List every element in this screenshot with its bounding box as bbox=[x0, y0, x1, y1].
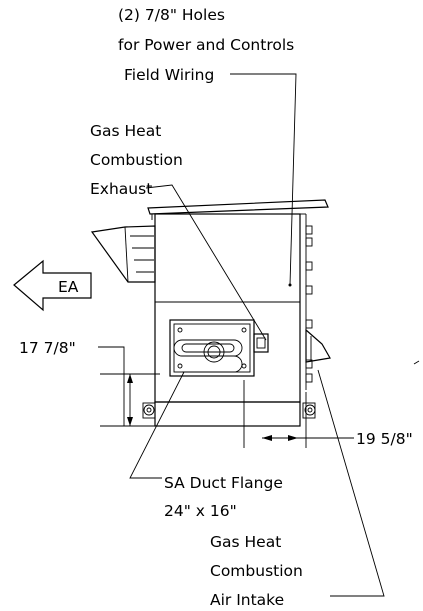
leader-lines bbox=[129, 73, 385, 597]
dimension-left bbox=[98, 346, 160, 427]
intake-label-line1: Gas Heat bbox=[210, 533, 281, 551]
exhaust-label-line3: Exhaust bbox=[90, 180, 152, 198]
field-wiring-connectors bbox=[305, 225, 313, 383]
holes-label-line2: for Power and Controls bbox=[118, 36, 294, 54]
dimension-left-label: 17 7/8" bbox=[19, 339, 76, 357]
holes-label-line3: Field Wiring bbox=[124, 66, 214, 84]
edge-mark bbox=[413, 360, 420, 365]
dimension-right-label: 19 5/8" bbox=[356, 430, 413, 448]
exhaust-air-arrow bbox=[13, 259, 92, 312]
intake-label-line2: Combustion bbox=[210, 562, 303, 580]
combustion-exhaust-outlet bbox=[253, 333, 269, 353]
exhaust-label-line2: Combustion bbox=[90, 151, 183, 169]
unit-cabinet bbox=[142, 199, 329, 427]
sa-flange-label-line2: 24" x 16" bbox=[164, 502, 237, 520]
sa-flange-label-line1: SA Duct Flange bbox=[164, 474, 283, 492]
air-intake-hood bbox=[305, 328, 331, 363]
sa-duct-flange bbox=[169, 319, 255, 377]
exhaust-hood bbox=[90, 225, 156, 283]
holes-label-line1: (2) 7/8" Holes bbox=[118, 6, 225, 24]
exhaust-air-label: EA bbox=[58, 278, 79, 296]
dimension-right bbox=[243, 380, 354, 448]
exhaust-label-line1: Gas Heat bbox=[90, 122, 161, 140]
intake-label-line3: Air Intake bbox=[210, 591, 284, 609]
